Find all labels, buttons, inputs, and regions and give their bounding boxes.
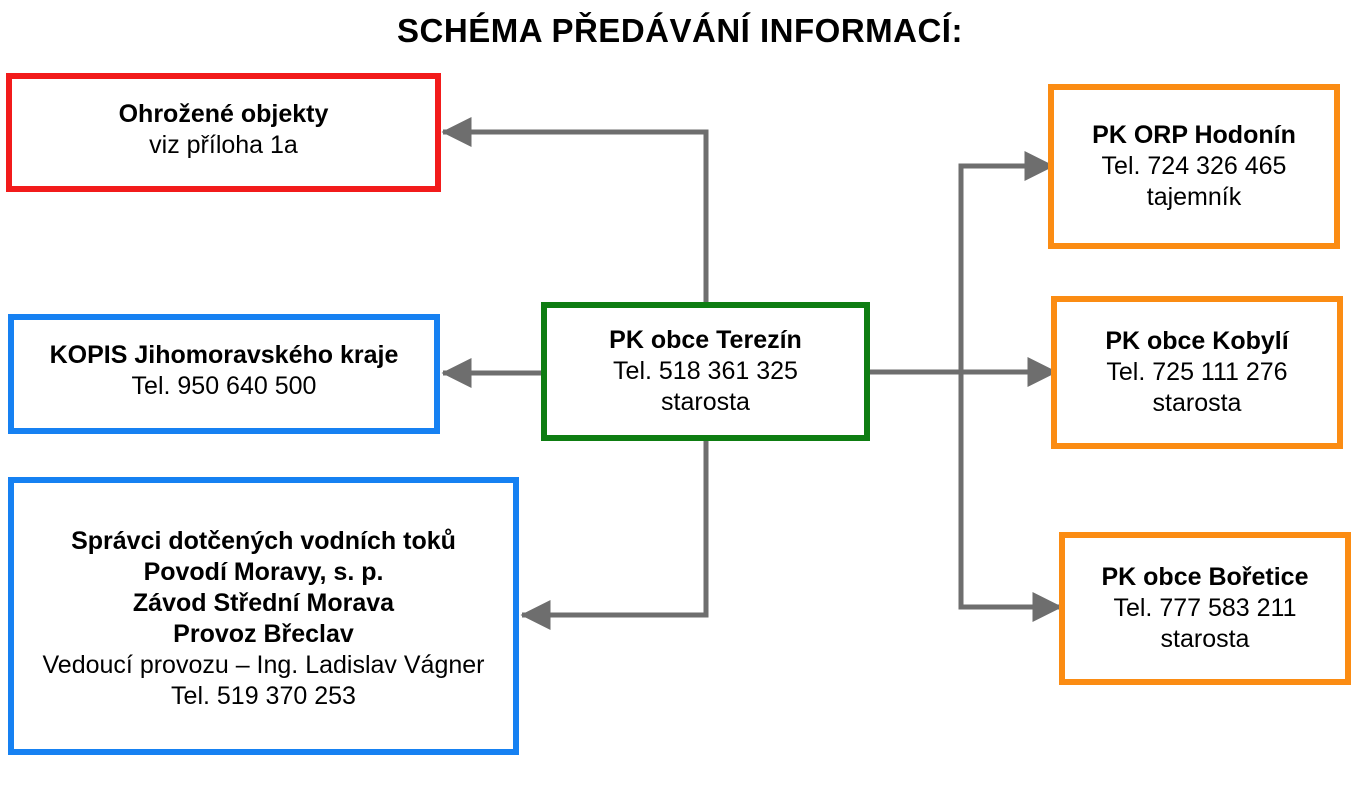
node-boretice-role: starosta — [1160, 625, 1250, 653]
node-hodonin-role: tajemník — [1146, 183, 1242, 211]
arrow-center-to-water — [520, 441, 709, 630]
node-hodonin-name: PK ORP Hodonín — [1092, 121, 1296, 149]
node-kobyli-phone: Tel. 725 111 276 — [1106, 358, 1288, 386]
node-boretice: PK obce Bořetice Tel. 777 583 211 staros… — [1059, 532, 1351, 685]
node-water-phone: Tel. 519 370 253 — [171, 682, 356, 710]
node-water-unit: Závod Střední Morava — [132, 589, 395, 617]
node-kopis: KOPIS Jihomoravského kraje Tel. 950 640 … — [8, 314, 440, 434]
node-water-name: Správci dotčených vodních toků — [71, 527, 456, 555]
node-hodonin-phone: Tel. 724 326 465 — [1101, 152, 1287, 180]
node-water-managers: Správci dotčených vodních toků Povodí Mo… — [8, 477, 519, 755]
node-threatened-note: viz příloha 1a — [149, 130, 298, 159]
node-kobyli: PK obce Kobylí Tel. 725 111 276 starosta — [1051, 296, 1343, 449]
node-center-terezin: PK obce Terezín Tel. 518 361 325 starost… — [541, 302, 870, 441]
node-threatened-name: Ohrožené objekty — [118, 99, 329, 128]
node-boretice-phone: Tel. 777 583 211 — [1113, 594, 1297, 622]
node-kopis-name: KOPIS Jihomoravského kraje — [49, 341, 399, 369]
node-hodonin: PK ORP Hodonín Tel. 724 326 465 tajemník — [1048, 84, 1340, 249]
node-kobyli-name: PK obce Kobylí — [1105, 327, 1289, 355]
node-boretice-name: PK obce Bořetice — [1101, 563, 1309, 591]
node-center-role: starosta — [661, 388, 750, 416]
node-center-name: PK obce Terezín — [609, 326, 802, 354]
arrow-center-to-threatened — [441, 117, 709, 302]
node-water-head: Vedoucí provozu – Ing. Ladislav Vágner — [42, 651, 485, 679]
node-center-phone: Tel. 518 361 325 — [613, 357, 798, 385]
node-water-site: Provoz Břeclav — [173, 620, 354, 648]
page-title: SCHÉMA PŘEDÁVÁNÍ INFORMACÍ: — [397, 12, 963, 49]
node-threatened-objects: Ohrožené objekty viz příloha 1a — [6, 73, 441, 192]
node-kopis-phone: Tel. 950 640 500 — [131, 372, 317, 400]
node-water-org: Povodí Moravy, s. p. — [143, 558, 384, 586]
node-kobyli-role: starosta — [1152, 389, 1242, 417]
